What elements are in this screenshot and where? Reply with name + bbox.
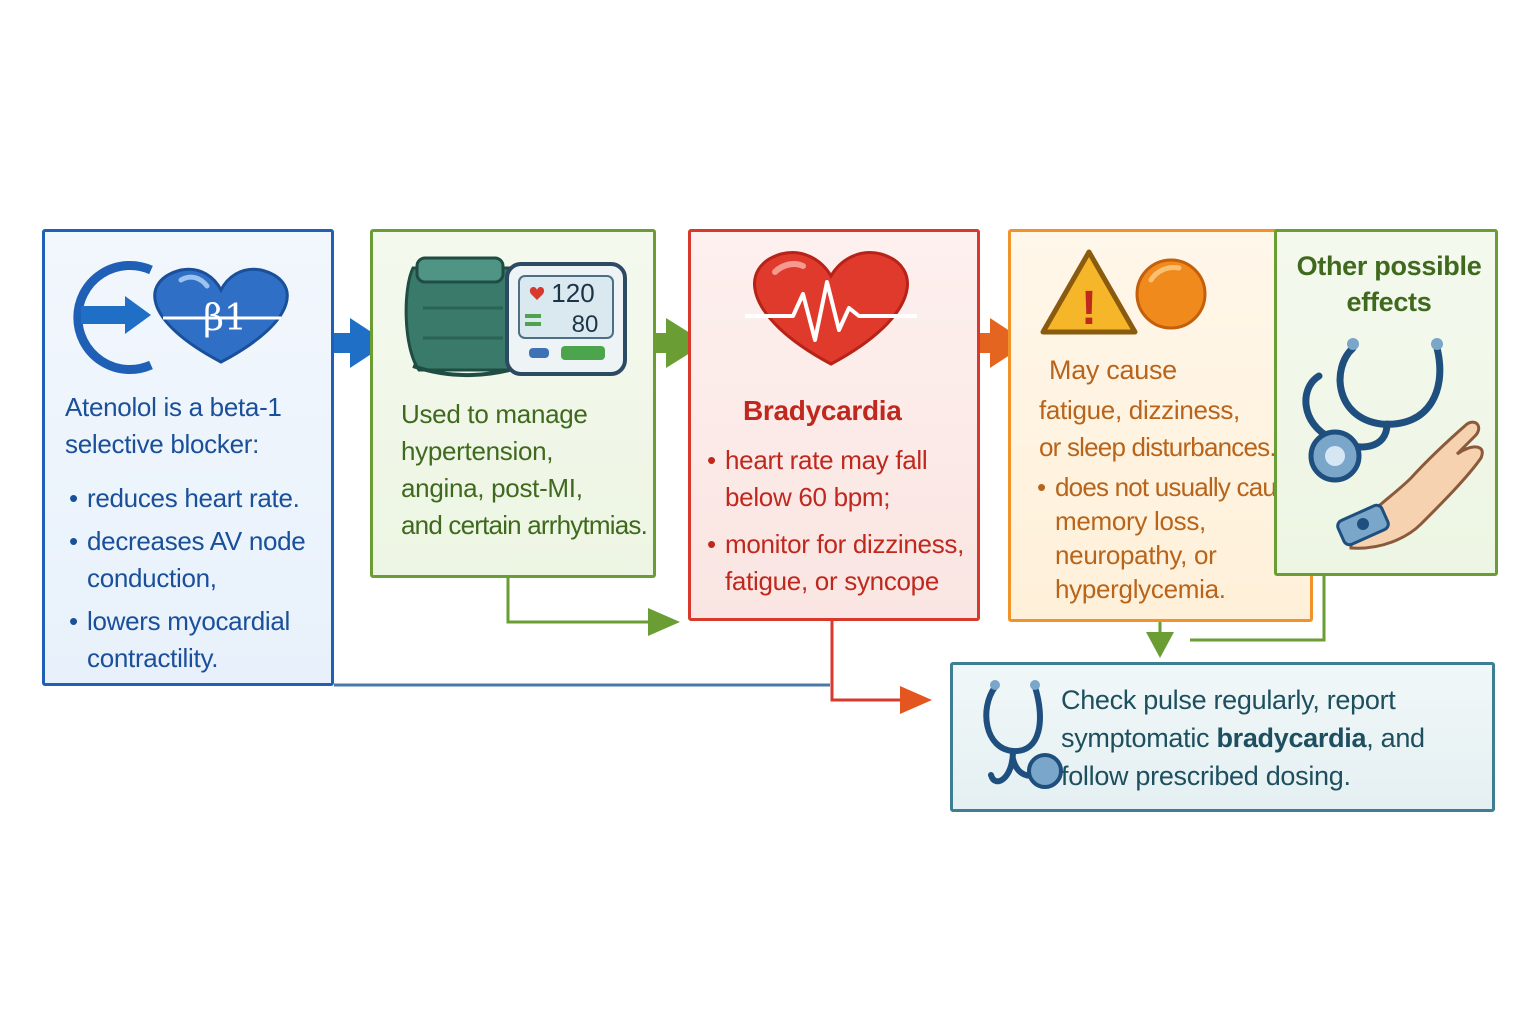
heart-ecg-icon [745,251,917,366]
panel1-title: Atenolol is a beta-1 selective blocker: [65,392,282,459]
warning-mark: ! [1081,282,1097,335]
stethoscope-icon [983,680,1063,789]
panel4-text: fatigue, dizziness, or sleep disturbance… [1039,395,1277,462]
list-item: monitor for dizziness,fatigue, or syncop… [705,526,975,600]
arrow-p3-to-p6 [900,686,932,714]
orange-circle-icon [1135,258,1207,330]
panel-other-effects: Other possible effects [1274,229,1498,576]
bradycardia-emphasis: bradycardia [1216,723,1367,753]
panel4-title: May cause [1049,355,1177,385]
diastolic-reading: 80 [572,311,599,338]
warning-icon: ! [1040,249,1207,335]
panel6-text: Check pulse regularly, report symptomati… [1061,685,1425,791]
panel3-title: Bradycardia [743,395,902,426]
panel-monitoring-advice: Check pulse regularly, report symptomati… [950,662,1495,812]
systolic-reading: 120 [551,278,594,308]
list-item: does not usually cause memory loss, neur… [1035,470,1315,606]
panel-side-effects: ! May cause fatigue, dizziness, or sleep… [1008,229,1313,622]
blood-pressure-monitor-icon: 120 80 [404,256,627,378]
panel-indications: 120 80 Used to manage hypertension, angi… [370,229,656,578]
beta1-heart-icon: β1 [73,261,289,374]
stethoscope-hand-icon [1302,338,1484,550]
list-item: reduces heart rate. [67,480,337,517]
beta1-label: β1 [203,298,247,339]
panel4-bullets: does not usually cause memory loss, neur… [1035,470,1315,606]
panel2-text: Used to manage hypertension, angina, pos… [401,399,648,540]
arrow-p4-to-p6 [1146,632,1174,658]
arrow-p2-down-to-p3 [648,608,680,636]
panel5-title: Other possible effects [1296,251,1482,317]
panel1-bullets: reduces heart rate. decreases AV nodecon… [67,480,337,683]
panel-beta1-blocker: β1 Atenolol is a beta-1 selective blocke… [42,229,334,686]
